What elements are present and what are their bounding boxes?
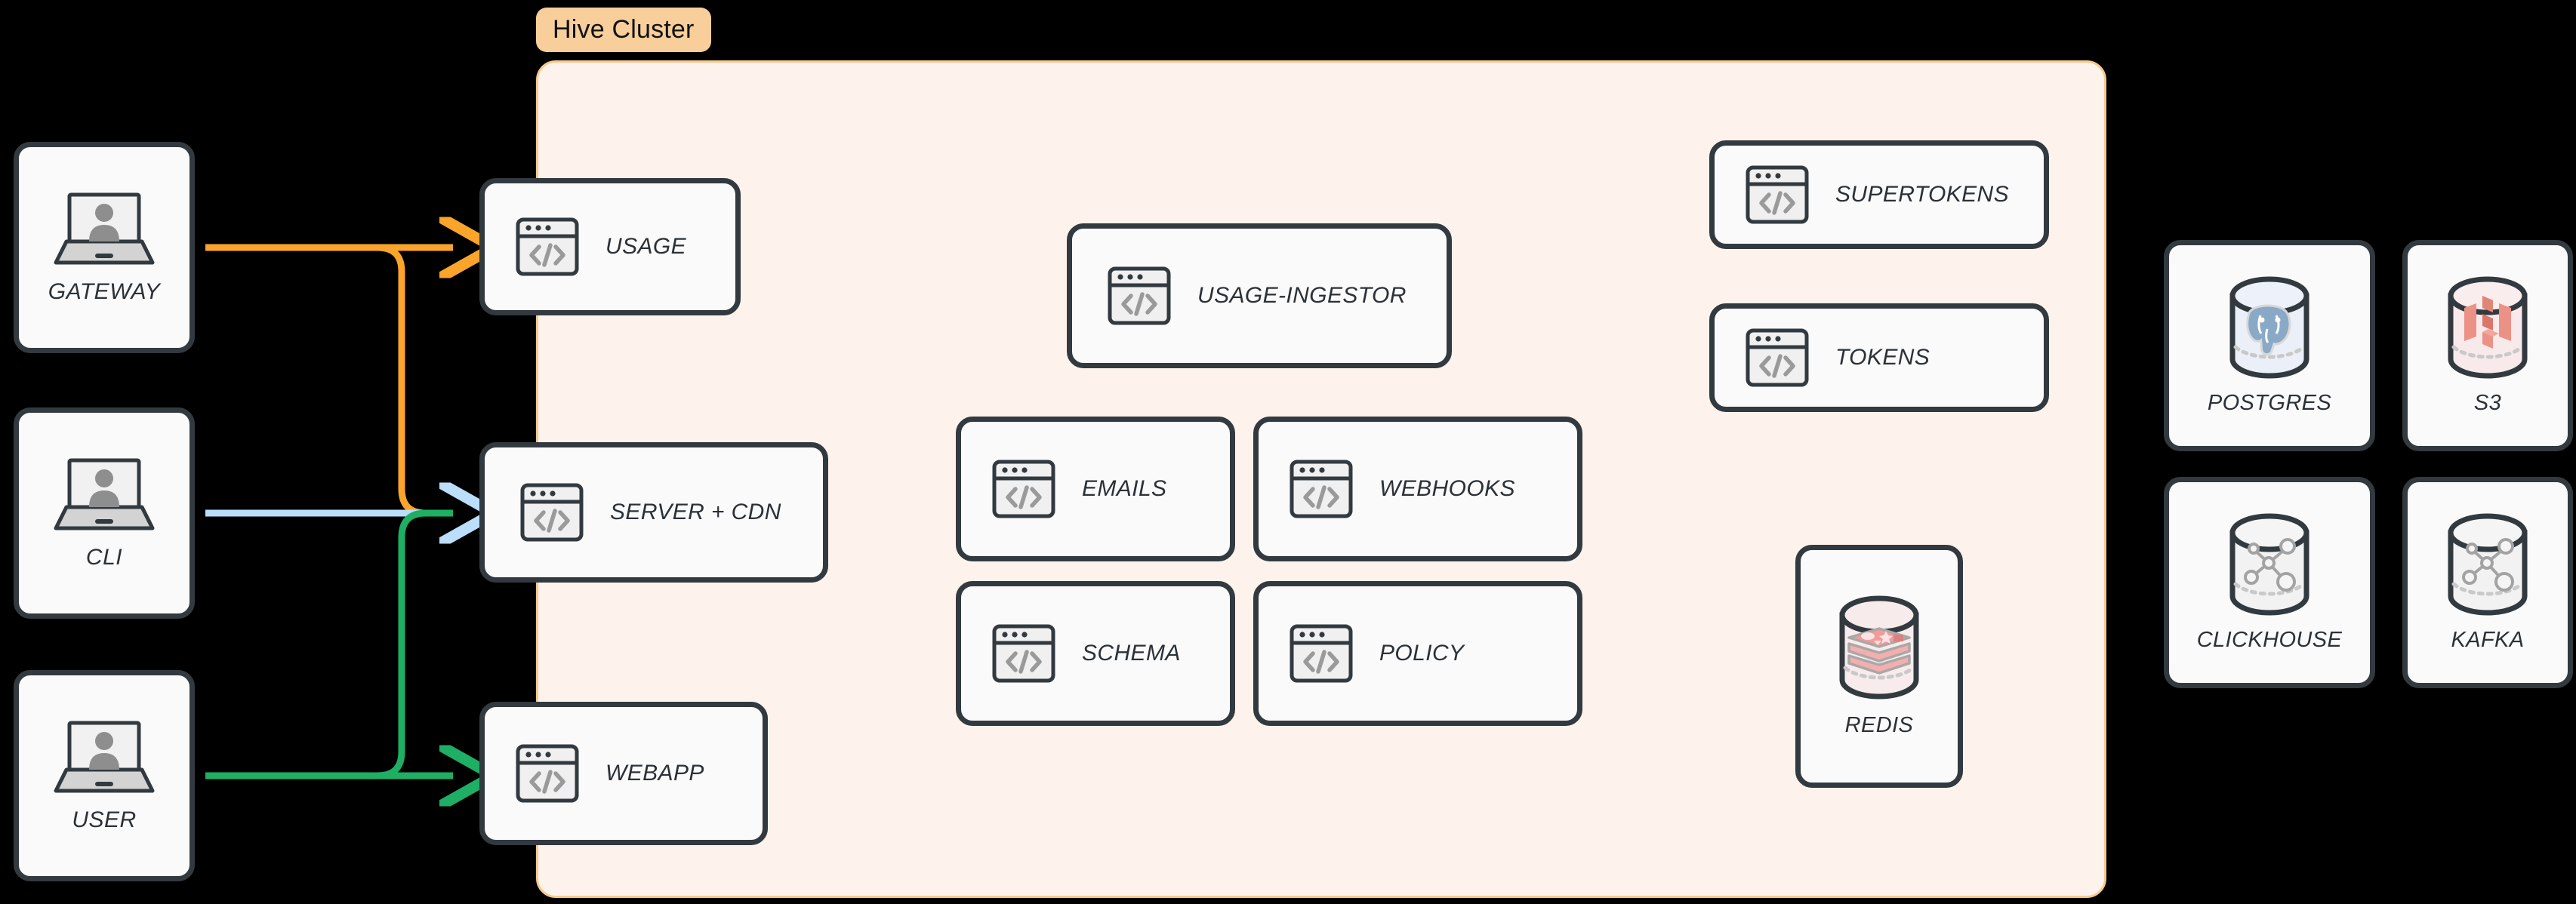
code-window-icon — [991, 459, 1056, 519]
network-cylinder-icon — [2220, 513, 2319, 616]
actor-card-cli[interactable]: CLI — [14, 407, 195, 619]
wire-gateway-to-server-cdn — [205, 244, 453, 517]
service-label: SUPERTOKENS — [1835, 182, 2010, 207]
code-window-icon — [1289, 623, 1354, 684]
datastore-card-kafka[interactable]: KAFKA — [2402, 477, 2573, 688]
datastore-card-s3[interactable]: S3 — [2402, 240, 2573, 451]
laptop-user-icon — [51, 190, 157, 269]
service-card-policy[interactable]: POLICY — [1253, 581, 1582, 726]
service-label: POLICY — [1379, 641, 1465, 666]
service-card-webhooks[interactable]: WEBHOOKS — [1253, 417, 1582, 561]
service-card-webapp[interactable]: WEBAPP — [479, 702, 768, 845]
service-label: USAGE — [605, 234, 687, 259]
wire-user-to-server-cdn — [205, 509, 453, 779]
service-label: WEBAPP — [605, 761, 704, 786]
code-window-icon — [515, 743, 580, 804]
laptop-user-icon — [51, 456, 157, 534]
service-card-emails[interactable]: EMAILS — [956, 417, 1235, 561]
hive-cluster-badge: Hive Cluster — [536, 8, 711, 52]
datastore-label: REDIS — [1844, 712, 1914, 737]
code-window-icon — [1289, 459, 1354, 519]
actor-label: GATEWAY — [48, 279, 161, 304]
service-card-tokens[interactable]: TOKENS — [1709, 303, 2049, 412]
service-card-server-cdn[interactable]: SERVER + CDN — [479, 442, 828, 583]
postgres-cylinder-icon — [2220, 276, 2319, 379]
s3-cylinder-icon — [2439, 276, 2537, 379]
actor-label: CLI — [85, 545, 123, 570]
service-card-usage[interactable]: USAGE — [479, 178, 741, 315]
service-label: SERVER + CDN — [610, 500, 781, 524]
redis-cylinder-icon — [1830, 595, 1928, 701]
service-label: EMAILS — [1082, 476, 1167, 501]
actor-card-gateway[interactable]: GATEWAY — [14, 142, 195, 353]
service-label: USAGE-INGESTOR — [1197, 283, 1407, 308]
code-window-icon — [519, 482, 584, 543]
code-window-icon — [991, 623, 1056, 684]
datastore-card-postgres[interactable]: POSTGRES — [2164, 240, 2375, 451]
actor-card-user[interactable]: USER — [14, 670, 195, 881]
service-card-schema[interactable]: SCHEMA — [956, 581, 1235, 726]
code-window-icon — [515, 217, 580, 277]
datastore-card-redis[interactable]: REDIS — [1795, 545, 1963, 788]
service-card-usage-ingestor[interactable]: USAGE-INGESTOR — [1067, 223, 1452, 368]
code-window-icon — [1745, 165, 1810, 225]
service-card-supertokens[interactable]: SUPERTOKENS — [1709, 140, 2049, 249]
datastore-label: POSTGRES — [2207, 390, 2332, 415]
service-label: SCHEMA — [1082, 641, 1181, 666]
datastore-label: CLICKHOUSE — [2196, 627, 2343, 652]
code-window-icon — [1745, 327, 1810, 388]
network-cylinder-icon — [2439, 513, 2537, 616]
code-window-icon — [1107, 266, 1172, 326]
datastore-label: S3 — [2473, 390, 2502, 415]
actor-label: USER — [72, 807, 137, 832]
datastore-label: KAFKA — [2451, 627, 2525, 652]
service-label: TOKENS — [1835, 345, 1930, 370]
laptop-user-icon — [51, 718, 157, 797]
datastore-card-clickhouse[interactable]: CLICKHOUSE — [2164, 477, 2375, 688]
service-label: WEBHOOKS — [1379, 476, 1515, 501]
